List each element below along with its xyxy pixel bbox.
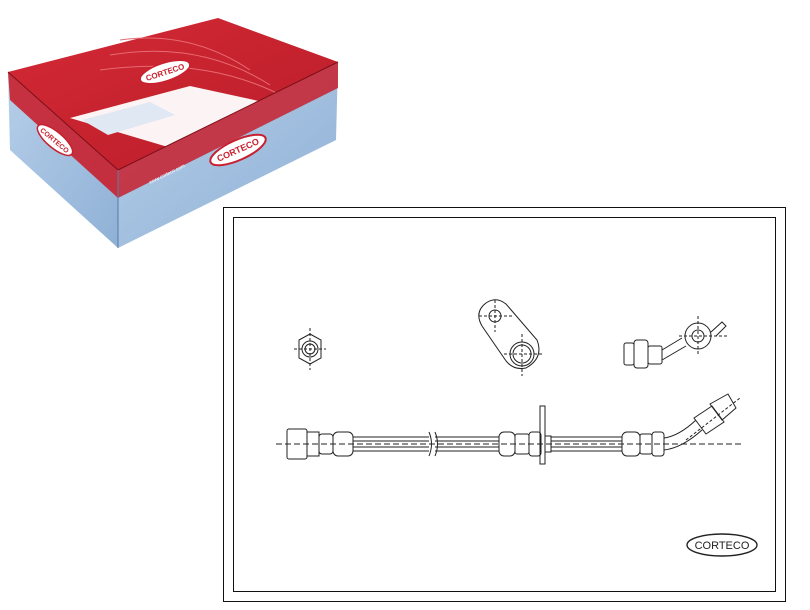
product-box-image: CORTECO CORTECO CORTECO www.corteco.com [7, 18, 339, 248]
drawing-logo-text: CORTECO [695, 540, 750, 552]
corteco-logo: CORTECO [686, 533, 758, 557]
bracket-view [478, 299, 542, 376]
drawing-inner-border [233, 217, 776, 592]
hose-assembly [276, 393, 744, 465]
drawing-frame: CORTECO [223, 207, 786, 602]
brake-hose-technical-drawing: CORTECO [276, 299, 758, 557]
hex-nut-view [294, 328, 326, 370]
banjo-fitting-view [623, 316, 729, 369]
